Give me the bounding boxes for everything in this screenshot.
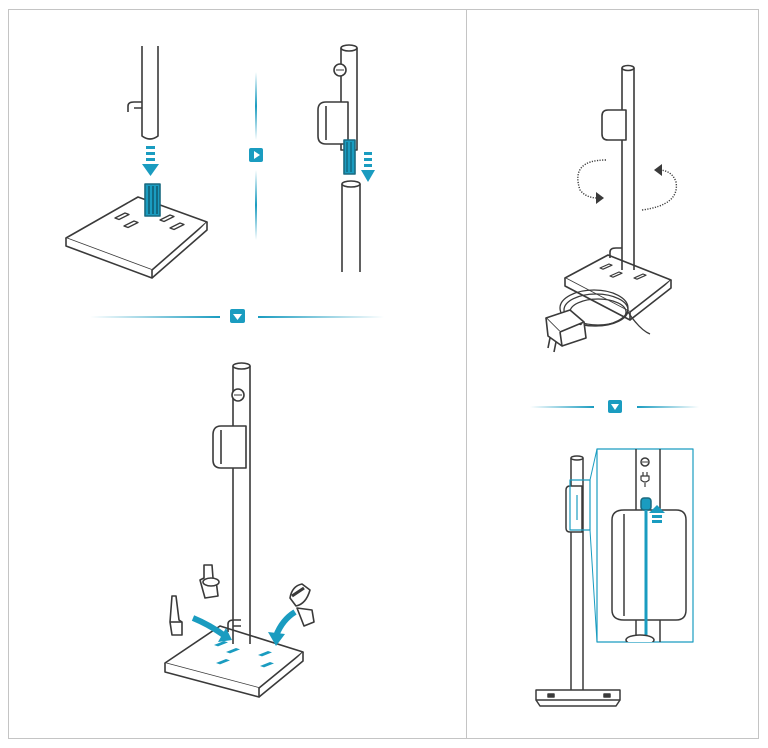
brush-tool <box>289 583 311 607</box>
step-place-accessories-on-base <box>164 362 315 698</box>
crevice-tool <box>169 595 183 636</box>
join-arrow <box>361 152 375 182</box>
plug-icon <box>640 472 650 487</box>
base-plate <box>65 196 208 271</box>
rotate-arrows-icon <box>577 159 678 211</box>
arrow-right-icon <box>254 151 260 159</box>
step-insert-pole-into-base <box>65 46 208 279</box>
pole-lower-section <box>341 184 361 272</box>
step-divider-horizontal-right <box>530 400 699 413</box>
holder-clip <box>317 101 349 145</box>
zoom-source <box>569 479 591 531</box>
step-rotate-and-route-charger-cable <box>545 64 678 353</box>
accessory-arrow-right <box>273 609 297 638</box>
arrow-down-icon <box>233 314 242 320</box>
step-connect-charger-plug <box>535 448 694 707</box>
step-join-pole-sections <box>317 44 375 272</box>
step-divider-horizontal <box>90 309 384 323</box>
panel-frames <box>8 9 759 739</box>
insert-arrow <box>142 146 159 176</box>
step-divider-vertical <box>249 72 263 240</box>
pole-lower <box>141 46 159 140</box>
